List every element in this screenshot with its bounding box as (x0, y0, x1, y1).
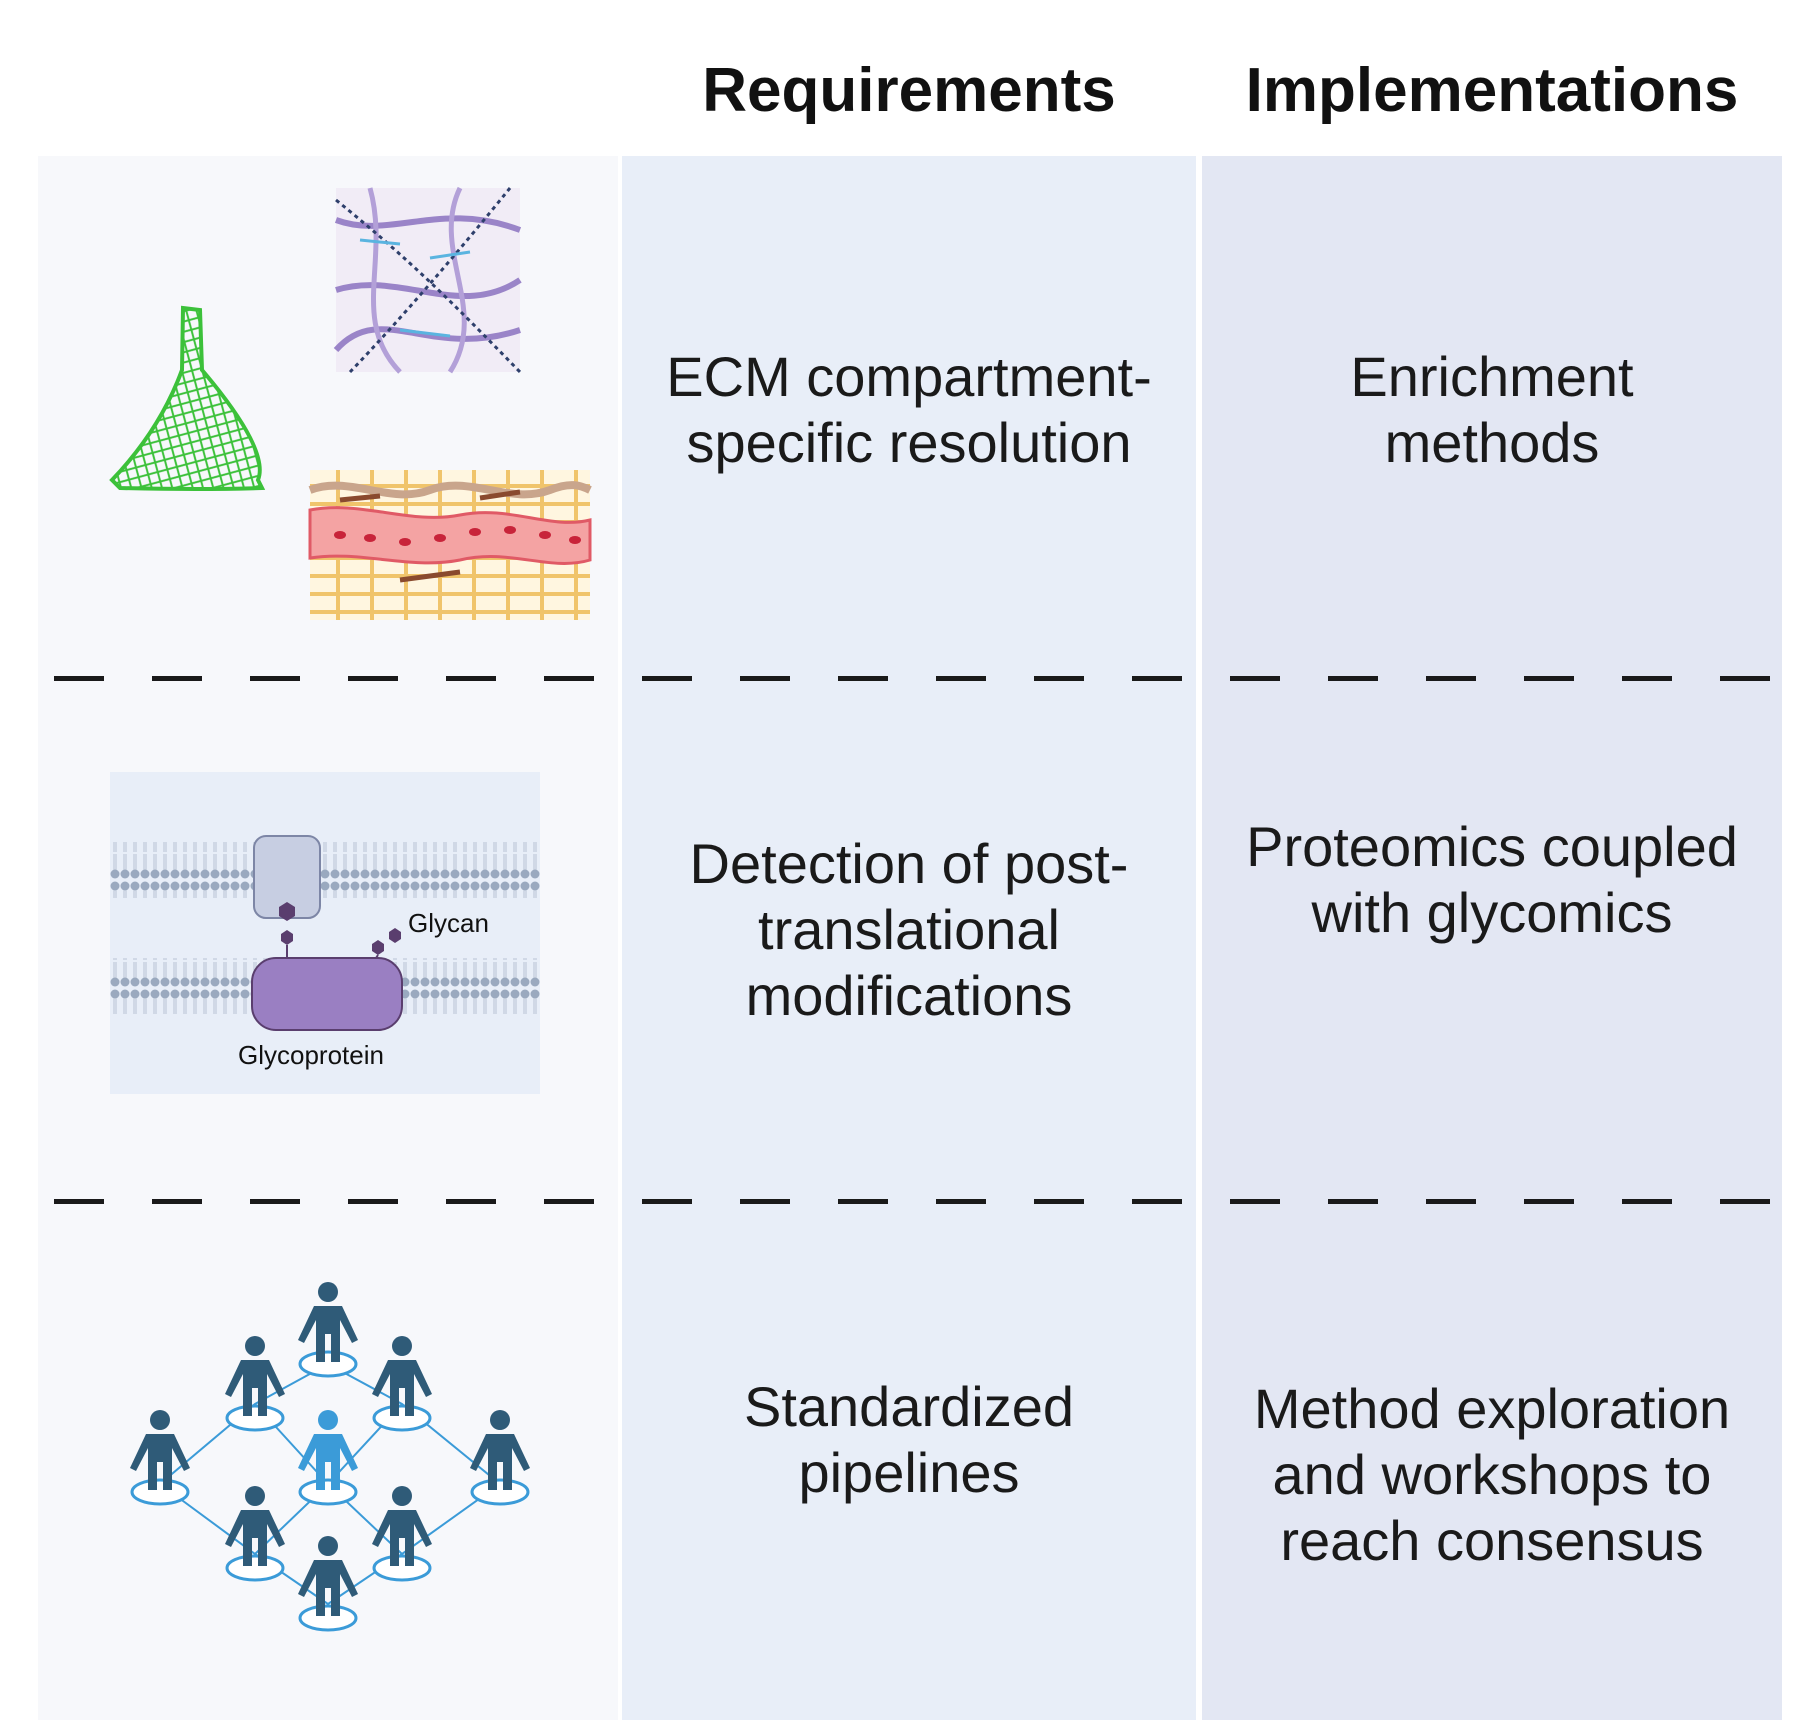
membrane-upper (110, 842, 540, 898)
base-rings (130, 1350, 530, 1632)
glycoprotein-icon (251, 957, 403, 1031)
requirement-ptm-detection: Detection of post- translational modific… (689, 832, 1129, 1027)
ecm-compartments-illustration (109, 186, 592, 620)
requirement-ecm-resolution: ECM compartment- specific resolution (666, 345, 1152, 474)
people-network-illustration (130, 1282, 530, 1632)
implementation-workshops: Method exploration and workshops to reac… (1253, 1377, 1731, 1572)
row-divider (54, 676, 1782, 681)
glycan-label: Glycan (408, 908, 489, 938)
fiber-network-icon (333, 186, 522, 374)
implementations-header: Implementations (1245, 55, 1739, 125)
glycoprotein-label: Glycoprotein (238, 1040, 384, 1070)
highlighted-person-icon (298, 1410, 358, 1490)
ecm-scaffold-mesh-icon (109, 305, 266, 491)
requirements-column (622, 156, 1196, 1720)
implementation-glycomics: Proteomics coupled with glycomics (1246, 815, 1738, 944)
tissue-section-icon (308, 470, 592, 620)
implementation-enrichment: Enrichment methods (1350, 345, 1634, 474)
implementations-column (1202, 156, 1782, 1720)
glycoprotein-illustration: Glycan Glycoprotein (110, 772, 540, 1094)
glycan-icon (279, 902, 401, 955)
row-divider (54, 1199, 1782, 1204)
requirements-header: Requirements (702, 55, 1116, 125)
requirement-pipelines: Standardized pipelines (743, 1375, 1074, 1504)
